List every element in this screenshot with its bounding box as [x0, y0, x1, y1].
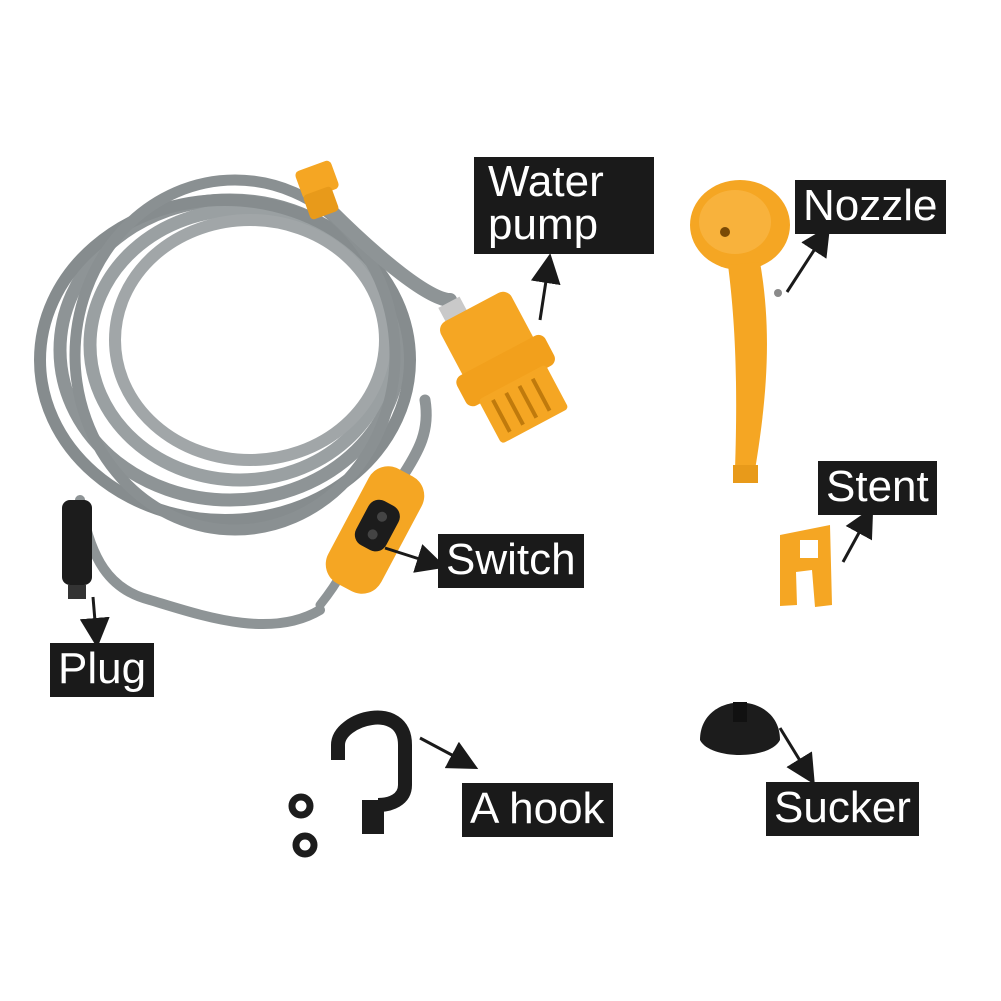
o-rings: [288, 793, 318, 858]
water-pump: [438, 291, 568, 443]
switch-housing: [325, 466, 425, 594]
label-stent: Stent: [818, 461, 937, 515]
callout-arrows: [79, 225, 874, 785]
arrow-plug: [79, 596, 110, 648]
arrow-hook: [419, 736, 479, 770]
label-nozzle: Nozzle: [795, 180, 946, 234]
label-hook: A hook: [462, 783, 613, 837]
car-plug: [62, 500, 92, 599]
arrow-water-pump: [530, 253, 561, 321]
arrow-switch: [384, 544, 447, 573]
arrow-stent: [841, 506, 874, 563]
hook: [331, 710, 412, 834]
suction-cup: [700, 702, 780, 755]
label-sucker: Sucker: [766, 782, 919, 836]
arrow-nozzle: [785, 225, 831, 293]
label-switch: Switch: [438, 534, 584, 588]
hose-end-cap: [295, 160, 339, 220]
arrow-sucker: [778, 727, 815, 785]
shower-nozzle: [690, 180, 790, 483]
label-water-pump: Water pump: [474, 157, 654, 255]
label-plug: Plug: [50, 643, 155, 697]
stent-bracket: [780, 525, 832, 607]
